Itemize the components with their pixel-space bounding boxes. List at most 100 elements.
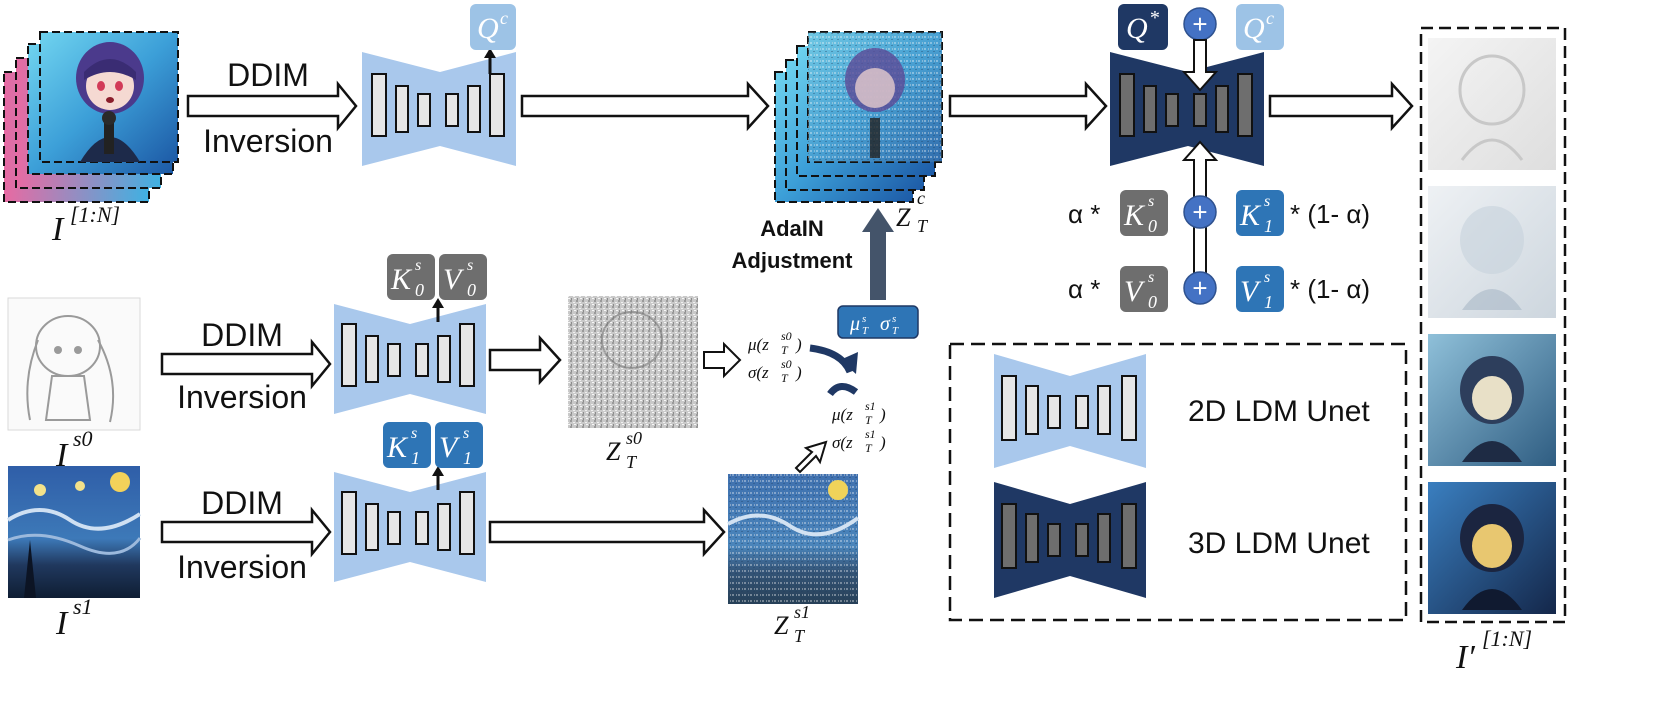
unet-2d-middle: [334, 298, 486, 414]
adain-merge-arrows: [809, 344, 859, 397]
svg-text:V: V: [1124, 275, 1146, 308]
svg-text:μ: μ: [849, 313, 860, 335]
stats-s1: μ(z T s1 ) σ(z T s1 ): [831, 399, 886, 455]
svg-text:*: *: [1149, 7, 1159, 29]
svg-text:0: 0: [415, 280, 424, 300]
arrow-q-down: [1181, 39, 1219, 92]
svg-text:s: s: [467, 257, 473, 274]
svg-text:K: K: [1239, 199, 1262, 232]
arrow-latent-to-3d: [948, 80, 1108, 132]
svg-text:s1: s1: [865, 399, 876, 413]
svg-text:c: c: [1266, 8, 1274, 28]
svg-text:T: T: [865, 413, 873, 427]
svg-text:s: s: [892, 313, 896, 325]
svg-text:T: T: [626, 452, 638, 472]
output-frames: [1419, 26, 1567, 624]
svg-text:s: s: [463, 425, 469, 442]
svg-text:Z: Z: [774, 611, 789, 640]
svg-text:[1:N]: [1:N]: [1482, 626, 1532, 651]
svg-text:I: I: [51, 211, 65, 248]
svg-text:1: 1: [463, 448, 472, 468]
svg-text:K: K: [1123, 199, 1146, 232]
svg-text:Q: Q: [477, 12, 499, 45]
svg-text:s0: s0: [781, 329, 792, 343]
svg-text:α *: α *: [1068, 199, 1100, 229]
badge-Qstar: Q *: [1118, 4, 1168, 50]
svg-text:T: T: [892, 325, 899, 337]
label-I-frames: I [1:N]: [51, 202, 120, 248]
arrow-to-zs1: [488, 506, 726, 558]
svg-text:s1: s1: [865, 427, 876, 441]
svg-text:s: s: [1264, 269, 1270, 286]
badge-mu-sigma: μ s T σ s T: [837, 305, 919, 339]
arrow-top-to-latent: [520, 80, 770, 132]
legend-3d-icon: [994, 482, 1146, 598]
style-image-s0: [7, 297, 141, 431]
svg-text:s: s: [415, 257, 421, 274]
svg-text:μ(z: μ(z: [747, 335, 769, 354]
anime-girl-illustration: [76, 42, 144, 162]
svg-text:s0: s0: [73, 426, 93, 451]
ddim-inversion-bottom: DDIM Inversion: [160, 485, 332, 585]
svg-text:3D LDM Unet: 3D LDM Unet: [1188, 527, 1370, 560]
svg-text:I: I: [55, 437, 69, 474]
svg-text:σ(z: σ(z: [832, 433, 853, 452]
label-Is1: I s1: [55, 594, 93, 642]
latent-zs1: [727, 474, 860, 604]
svg-text:+: +: [1192, 9, 1207, 39]
svg-text:V: V: [443, 263, 465, 296]
svg-text:Adjustment: Adjustment: [732, 248, 854, 273]
label-ZTs1: Z s1 T: [774, 602, 810, 646]
svg-text:Z: Z: [896, 203, 911, 232]
svg-text:1: 1: [1264, 292, 1273, 312]
svg-text:1: 1: [1264, 216, 1273, 236]
svg-text:): ): [879, 433, 886, 452]
svg-text:Q: Q: [1126, 12, 1148, 45]
legend-box: 2D LDM Unet 3D LDM Unet: [948, 342, 1408, 622]
svg-text:T: T: [865, 441, 873, 455]
svg-text:T: T: [917, 216, 929, 236]
svg-text:s: s: [1264, 193, 1270, 210]
svg-text:+: +: [1192, 197, 1207, 227]
svg-text:T: T: [794, 626, 806, 646]
svg-text:c: c: [917, 188, 925, 208]
latent-zc-stack: [774, 31, 943, 203]
badge-Qc-top: Q c: [470, 4, 516, 50]
badge-K1-V1: K s 1 V s 1: [383, 422, 483, 468]
svg-text:s: s: [862, 313, 866, 325]
svg-text:s: s: [1148, 193, 1154, 210]
svg-text:s: s: [1148, 269, 1154, 286]
svg-text:s: s: [411, 425, 417, 442]
svg-text:AdaIN: AdaIN: [760, 216, 824, 241]
svg-text:s0: s0: [626, 428, 642, 448]
plus-top: +: [1183, 7, 1217, 41]
svg-text:T: T: [862, 325, 869, 337]
ddim-inversion-middle: DDIM Inversion: [160, 317, 332, 415]
label-Is0: I s0: [55, 426, 93, 474]
arrow-to-stats-s0: [703, 341, 742, 379]
legend-2d-icon: [994, 354, 1146, 468]
svg-text:): ): [795, 335, 802, 354]
svg-text:0: 0: [1148, 216, 1157, 236]
svg-text:2D LDM Unet: 2D LDM Unet: [1188, 395, 1370, 428]
unet-3d-main: [1110, 52, 1264, 166]
svg-text:DDIM: DDIM: [201, 485, 283, 521]
arrow-to-noise-s0: [488, 334, 562, 386]
style-image-s1: [6, 466, 142, 598]
svg-text:Z: Z: [606, 437, 621, 466]
svg-text:0: 0: [1148, 292, 1157, 312]
svg-text:* (1- α): * (1- α): [1290, 199, 1370, 229]
input-video-frames: [3, 31, 179, 203]
svg-text:Inversion: Inversion: [203, 123, 333, 159]
svg-text:): ): [879, 405, 886, 424]
svg-text:Q: Q: [1243, 12, 1265, 45]
svg-text:): ): [795, 363, 802, 382]
v-blend-row: α * V s 0 + V s 1 * (1- α): [1068, 266, 1370, 312]
badge-K0-V0: K s 0 V s 0: [387, 254, 487, 300]
svg-text:T: T: [781, 371, 789, 385]
latent-zs0: [568, 296, 698, 428]
svg-text:T: T: [781, 343, 789, 357]
label-I-prime: I′ [1:N]: [1455, 626, 1532, 676]
svg-text:DDIM: DDIM: [227, 57, 309, 93]
